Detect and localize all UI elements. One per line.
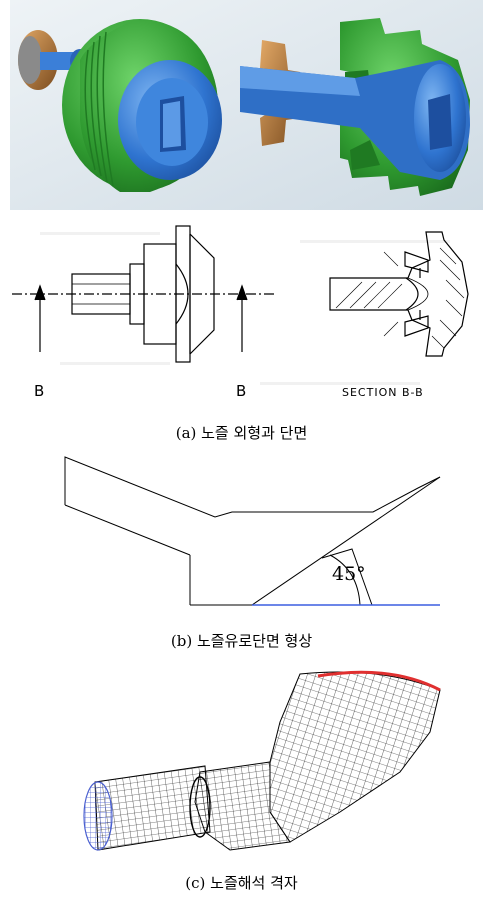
- flow-channel-profile: 45°: [64, 456, 441, 606]
- nozzle-3d-render: [10, 0, 483, 210]
- flow-channel-profile-panel: 45°: [0, 455, 483, 615]
- angle-label: 45°: [332, 563, 366, 585]
- inlet-face-mesh: [83, 781, 113, 851]
- side-view-drawing: [12, 225, 275, 363]
- analysis-mesh-panel: [0, 662, 483, 862]
- inlet-tube-mesh: [94, 765, 211, 851]
- outlet-cone-mesh: [269, 671, 441, 843]
- nozzle-2d-drawing-panel: B B SECTION B-B: [0, 212, 483, 410]
- sectioned-nozzle-render: [240, 18, 470, 196]
- caption-b: (b) 노즐유로단면 형상: [170, 632, 313, 650]
- section-view-drawing: [329, 231, 469, 357]
- channel-outline: [64, 456, 441, 606]
- caption-c: (c) 노즐해석 격자: [185, 874, 298, 892]
- assembled-nozzle-render: [18, 19, 222, 192]
- nozzle-3d-render-panel: [0, 0, 483, 210]
- caption-a: (a) 노즐 외형과 단면: [175, 424, 308, 442]
- section-label: SECTION B-B: [342, 386, 424, 399]
- section-hatching: [335, 247, 465, 349]
- section-mark-left: B: [34, 382, 44, 400]
- outlet-edge: [317, 670, 441, 692]
- section-mark-right: B: [236, 382, 246, 400]
- nozzle-2d-drawing: B B SECTION B-B: [12, 225, 469, 400]
- analysis-mesh: [83, 670, 441, 851]
